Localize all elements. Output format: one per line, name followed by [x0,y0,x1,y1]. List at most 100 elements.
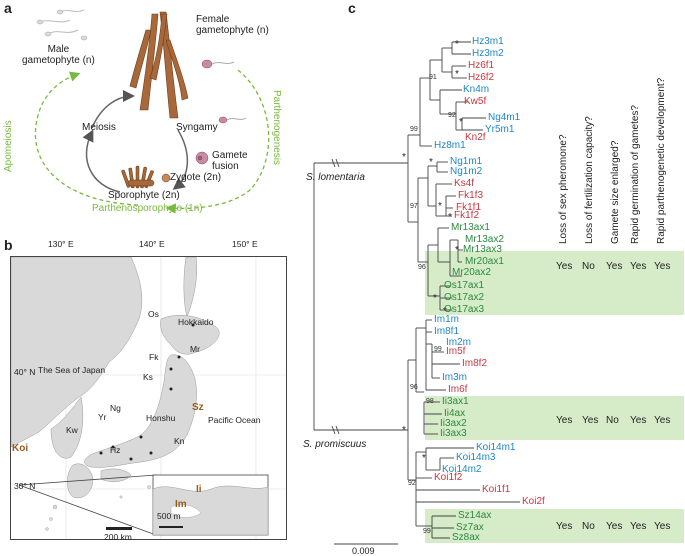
map-scale-bar [106,527,132,530]
site-sz: Sz [192,402,204,413]
support-mark: * [433,293,437,304]
tree-tip-label: Koi14m3 [456,452,496,463]
question-sex-pheromone: Loss of sex pheromone? [558,134,569,244]
syngamy-label: Syngamy [176,122,218,133]
tree-tip-label: Kn2f [465,132,486,143]
support-mark: * [455,245,459,256]
lon-150: 150° E [232,239,258,249]
support-mark: * [455,69,459,80]
tree-tip-label: Mr13ax1 [451,222,490,233]
panel-a-letter: a [4,0,12,16]
inset-scale-label: 500 m [157,511,181,521]
lat-40: 40° N [14,367,36,377]
tree-tip-label: Ng1m1 [450,156,483,167]
bootstrap-value: 99 [434,346,442,353]
site-hz: Hz [110,445,121,455]
answer-cell: Yes [654,521,671,532]
lon-130: 130° E [48,239,74,249]
tree-tip-label: Koi14m1 [476,442,516,453]
sporophyte-icon [121,165,155,189]
site-koi: Koi [12,443,29,454]
tree-tip-label: Os17ax1 [444,280,485,291]
tree-tip-label: Ng4m1 [488,112,521,123]
sea-of-japan-label: The Sea of Japan [38,365,106,375]
bootstrap-value: 98 [426,398,434,405]
lat-30: 30° N [14,481,36,491]
lon-140: 140° E [139,239,165,249]
tree-scale-label: 0.009 [352,546,375,556]
tree-tip-label: Yr5m1 [485,124,515,135]
support-mark: * [429,157,433,168]
site-fk: Fk [149,352,159,362]
site-ng: Ng [110,403,121,413]
highlight-band-2 [425,396,684,440]
bootstrap-value: 91 [429,74,437,81]
support-mark: * [402,425,406,436]
tree-tip-label: Kn4m [463,84,490,95]
answer-cell: Yes [582,415,599,426]
answer-cell: No [582,521,595,532]
highlight-band-1 [425,251,684,315]
tree-tip-label: Fk1f3 [458,190,484,201]
japan-map [10,256,287,540]
panel-b-letter: b [4,237,13,253]
tree-tip-label: Ng1m2 [450,166,483,177]
tree-tip-label: Koi2f [522,496,545,507]
question-gamete-size: Gamete size enlarged? [610,140,621,244]
zygote-label: Zygote (2n) [170,172,222,183]
answer-cell: Yes [606,521,623,532]
tree-tip-label: Kw5f [464,96,487,107]
answer-cell: Yes [630,521,647,532]
tree-tip-label: Ii3ax3 [440,428,467,439]
tree-tip-label: Im8f2 [462,358,488,369]
tree-tip-label: Mr20ax1 [465,256,504,267]
bootstrap-value: 97 [410,203,418,210]
support-mark: * [455,39,459,50]
tree-tip-label: Os17ax3 [444,304,485,315]
tree-tip-label: Koi14m2 [442,464,482,475]
question-germination: Rapid germination of gametes? [630,105,641,244]
species-promiscuus-label: S. promiscuus [303,439,367,450]
support-mark: * [459,117,463,128]
tree-tip-label: Hz6f2 [468,72,495,83]
pacific-ocean-label: Pacific Ocean [208,415,261,425]
question-fertilization: Loss of fertilization capacity? [584,116,595,244]
answer-cell: Yes [654,261,671,272]
answer-cell: Yes [556,521,573,532]
tree-tip-label: Os17ax2 [444,292,485,303]
female-gametophyte-label: Female gametophyte (n) [196,14,269,36]
highlight-band-3 [425,509,684,543]
female-gametophyte-icon [129,11,189,119]
tree-tip-label: Mr13ax2 [465,234,504,245]
answer-cell: Yes [630,415,647,426]
bootstrap-value: 99 [410,126,418,133]
sporophyte-label: Sporophyte (2n) [108,190,180,201]
tree-tip-label: Hz3m1 [472,36,504,47]
answer-cell: No [606,415,619,426]
answer-cell: Yes [606,261,623,272]
site-yr: Yr [98,412,107,422]
bootstrap-value: 96 [410,384,418,391]
tree-tip-label: Sz8ax [452,532,480,543]
site-kn: Kn [174,436,185,446]
tree-tip-label: Fk1f1 [456,202,482,213]
tree-tip-label: Hz6f1 [468,60,495,71]
panel-c-letter: c [348,0,356,16]
tree-tip-label: Mr20ax2 [452,267,491,278]
parthenosporophyte-label: Parthenosporophyte (1n) [92,203,203,214]
answer-cell: Yes [556,415,573,426]
tree-tip-label: Ii3ax1 [442,396,469,407]
tree-tip-label: Ii4ax [444,408,466,419]
support-mark: * [443,306,447,317]
tree-tip-label: Im1m [434,314,459,325]
tree-tip-label: Ks4f [454,178,475,189]
tree-tip-label: Im6f [448,384,468,395]
tree-tip-label: Mr13ax3 [463,244,502,255]
bootstrap-value: 92 [448,112,456,119]
site-kw: Kw [66,425,78,435]
answer-cell: No [582,261,595,272]
male-gametophyte-label: Male gametophyte (n) [22,44,95,66]
inset-im: Im [175,499,187,510]
tree-tip-label: Sz7ax [456,522,484,533]
